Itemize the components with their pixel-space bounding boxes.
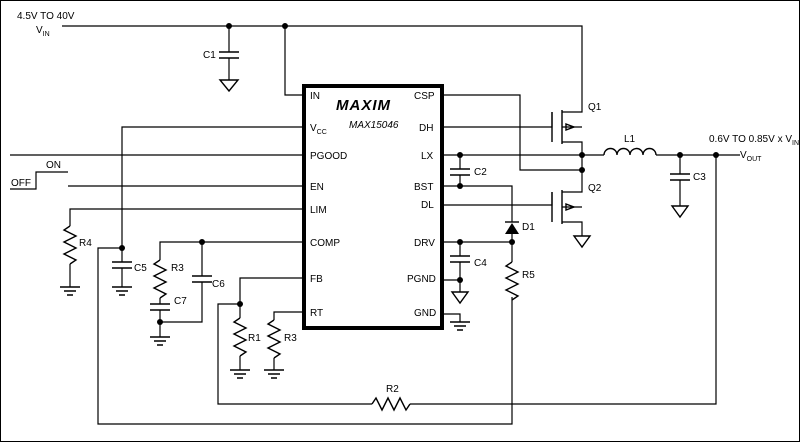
l1-label: L1 bbox=[624, 134, 636, 145]
vin-range-label: 4.5V TO 40V bbox=[17, 11, 75, 22]
vout-range-label: 0.6V TO 0.85V x VIN bbox=[709, 134, 799, 147]
pin-pgnd: PGND bbox=[407, 274, 436, 285]
c2-label: C2 bbox=[474, 167, 487, 178]
pin-en: EN bbox=[310, 182, 324, 193]
on-label: ON bbox=[46, 160, 61, 171]
r3-rt-label: R3 bbox=[284, 333, 297, 344]
vin-label: VIN bbox=[36, 25, 50, 38]
q1-label: Q1 bbox=[588, 102, 602, 113]
c7-label: C7 bbox=[174, 296, 187, 307]
fb-network bbox=[217, 277, 372, 405]
off-label: OFF bbox=[11, 178, 31, 189]
model-label: MAX15046 bbox=[349, 120, 399, 131]
r1-label: R1 bbox=[248, 333, 261, 344]
pin-lx: LX bbox=[421, 151, 434, 162]
capacitor-c1 bbox=[218, 26, 240, 93]
c6-label: C6 bbox=[212, 279, 225, 290]
drv-network bbox=[444, 239, 520, 331]
pin-dl: DL bbox=[421, 200, 434, 211]
pin-comp: COMP bbox=[310, 238, 340, 249]
bst-wire bbox=[444, 185, 513, 222]
mosfet-q2 bbox=[444, 188, 592, 249]
pin-dh: DH bbox=[419, 123, 433, 134]
pin-vcc: VCC bbox=[310, 123, 327, 136]
r2-return-wire bbox=[97, 247, 513, 425]
pin-csp: CSP bbox=[414, 91, 435, 102]
c5-label: C5 bbox=[134, 263, 147, 274]
pin-rt: RT bbox=[310, 308, 323, 319]
on-off-signal bbox=[10, 171, 68, 190]
pin-gnd: GND bbox=[414, 308, 436, 319]
pin-bst: BST bbox=[414, 182, 433, 193]
c1-label: C1 bbox=[203, 50, 216, 61]
comp-network bbox=[150, 239, 302, 346]
c4-label: C4 bbox=[474, 258, 487, 269]
c3-label: C3 bbox=[693, 172, 706, 183]
r5-label: R5 bbox=[522, 270, 535, 281]
pin-pgood: PGOOD bbox=[310, 151, 347, 162]
ic-body bbox=[302, 84, 444, 330]
capacitor-c3 bbox=[670, 155, 690, 219]
lx-node bbox=[444, 152, 604, 188]
r2-label: R2 bbox=[386, 384, 399, 395]
r3-comp-label: R3 bbox=[171, 263, 184, 274]
pin-drv: DRV bbox=[414, 238, 435, 249]
pin-fb: FB bbox=[310, 274, 323, 285]
resistor-r4 bbox=[60, 208, 302, 296]
pin-lim: LIM bbox=[310, 205, 327, 216]
d1-label: D1 bbox=[522, 222, 535, 233]
pin-in: IN bbox=[310, 91, 320, 102]
q2-label: Q2 bbox=[588, 183, 602, 194]
r4-label: R4 bbox=[79, 238, 92, 249]
vcc-wire bbox=[121, 126, 302, 248]
resistor-r2 bbox=[371, 155, 717, 412]
csp-wire bbox=[444, 94, 582, 171]
mosfet-q1 bbox=[444, 105, 583, 155]
brand-logo: MAXIM bbox=[336, 97, 391, 114]
vout-label: VOUT bbox=[740, 150, 762, 163]
rt-network bbox=[264, 311, 302, 379]
